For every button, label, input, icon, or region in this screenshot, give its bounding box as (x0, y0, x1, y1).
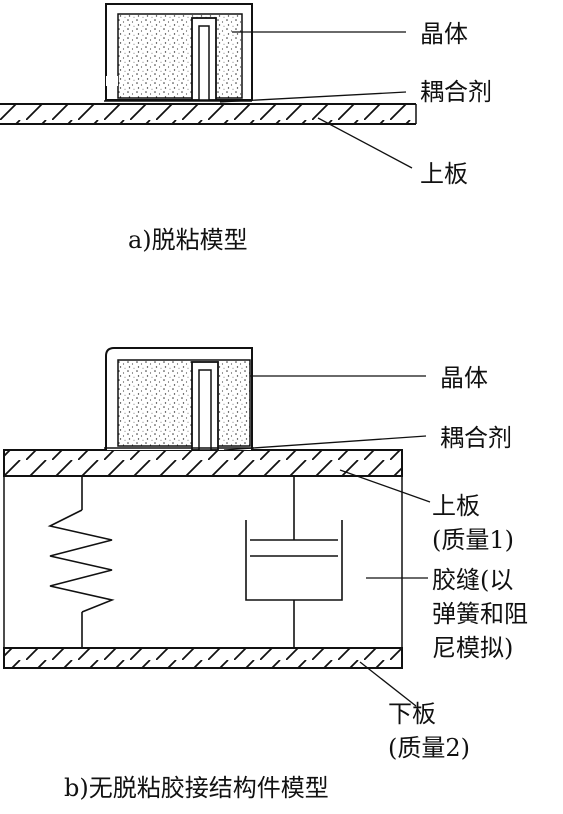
lower-plate-leader-b (359, 661, 417, 707)
caption-b: b)无脱粘胶接结构件模型 (64, 774, 329, 802)
spring (47, 476, 115, 648)
debond-model: 晶体 耦合剂 上板 a)脱粘模型 (0, 3, 492, 254)
glue-label-line1: 胶缝(以 (432, 566, 513, 594)
upper-plate-label-b-line1: 上板 (432, 492, 480, 520)
upper-plate-leader-a (317, 117, 413, 169)
crystal-b (105, 347, 253, 451)
upper-plate-label-b-line2: (质量1) (432, 526, 514, 554)
coupling-label-a: 耦合剂 (420, 78, 492, 106)
upper-plate-a (0, 103, 417, 125)
glue-label-line2: 弹簧和阻 (432, 600, 528, 628)
crystal-label-a: 晶体 (420, 20, 468, 48)
lower-plate-b (3, 647, 403, 669)
upper-plate-leader-b (339, 469, 431, 503)
bonded-structure-model: 晶体 耦合剂 上板 (质量1) 胶缝(以 弹簧和阻 尼模拟) 下板 (质量2) … (3, 347, 528, 802)
coupling-leader-b (223, 435, 427, 451)
glue-label-line3: 尼模拟) (432, 634, 513, 662)
coupling-leader-a (219, 91, 407, 103)
coupling-label-b: 耦合剂 (440, 424, 512, 452)
damper (245, 476, 343, 648)
upper-plate-label-a: 上板 (420, 160, 468, 188)
caption-a: a)脱粘模型 (128, 226, 248, 254)
lower-plate-label-line1: 下板 (388, 700, 436, 728)
crystal-a (105, 3, 253, 101)
lower-plate-label-line2: (质量2) (388, 734, 470, 762)
crystal-label-b: 晶体 (440, 364, 488, 392)
upper-plate-b (3, 449, 403, 477)
